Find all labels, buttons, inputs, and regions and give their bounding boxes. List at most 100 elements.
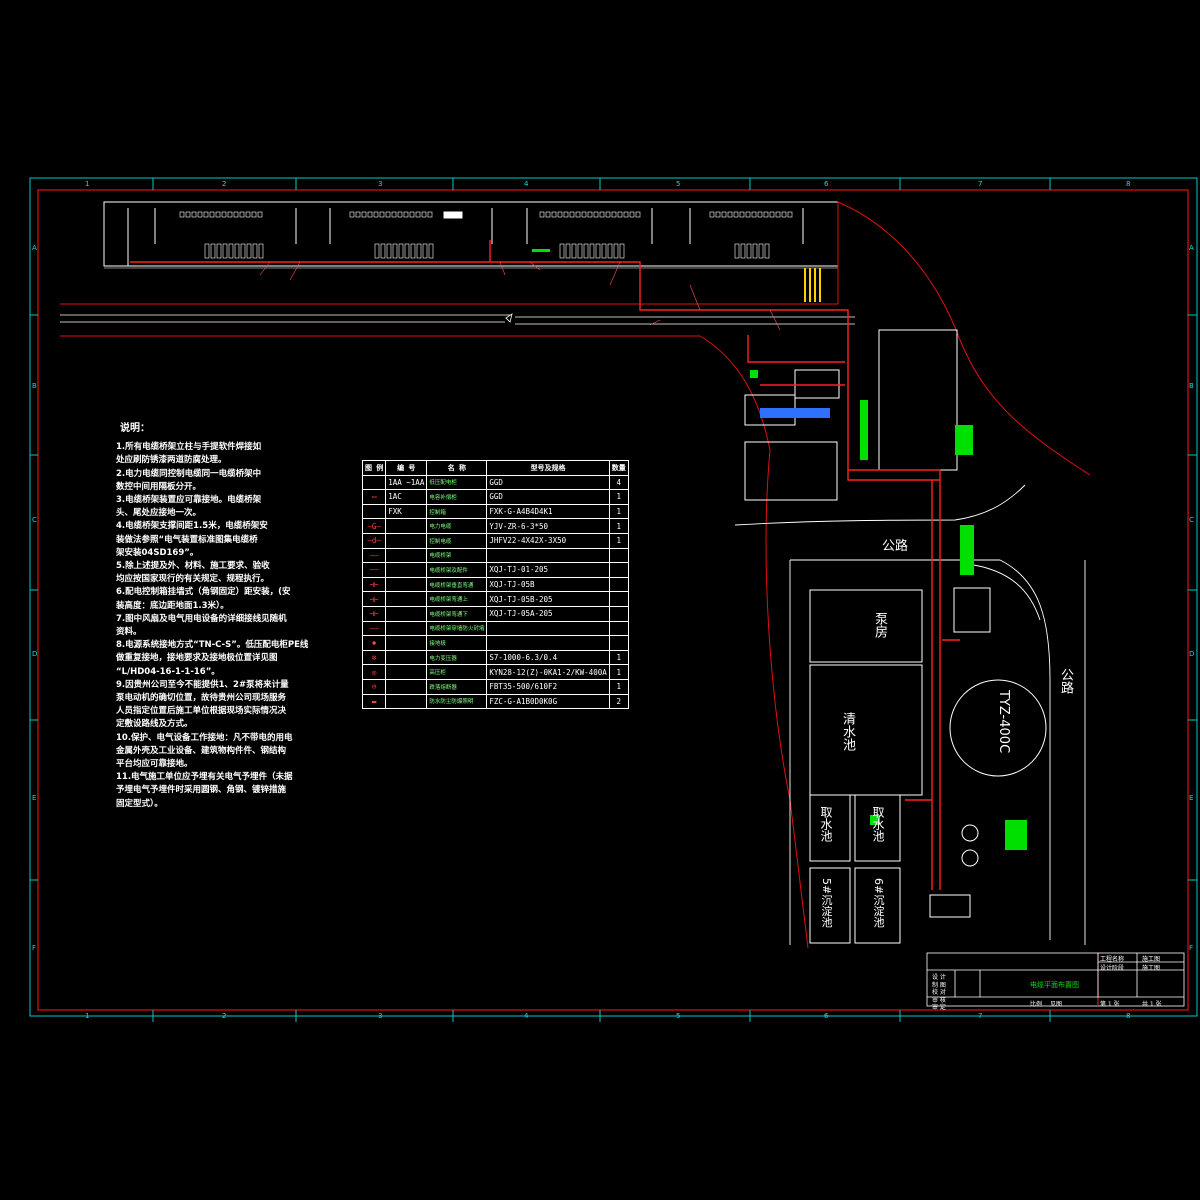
vent-slot xyxy=(583,243,589,259)
vent-slot xyxy=(589,243,595,259)
scale-label: 比例 xyxy=(1030,1001,1043,1008)
vent-slot xyxy=(563,211,569,218)
note-item: 8.电源系统接地方式“TN-C-S”。低压配电柜PE线 做重复接地，接地要求及接… xyxy=(116,640,309,677)
vent-slot xyxy=(179,211,185,218)
legend-name: 电力变压器 xyxy=(426,649,488,666)
notes-heading: 说明： xyxy=(120,423,150,434)
sheet-total: 共 1 张 xyxy=(1142,1001,1162,1008)
vent-slot xyxy=(385,211,391,218)
legend-model xyxy=(486,547,610,564)
legend-quantity xyxy=(608,620,629,637)
right-road xyxy=(734,484,1086,945)
vent-slot xyxy=(733,211,739,218)
note-item: 3.电缆桥架装置应可靠接地。电缆桥架 头、尾处应接地一次。 xyxy=(116,495,262,519)
legend-quantity: 1 xyxy=(608,489,629,505)
legend-code xyxy=(385,532,428,549)
grid-column-label: 2 xyxy=(222,180,226,188)
title-block-role: 制 图 xyxy=(932,981,946,989)
vent-slot xyxy=(398,243,404,259)
vent-slot xyxy=(421,211,427,218)
legend-symbol: —— xyxy=(361,547,387,564)
intake-pool-2: 取水池 xyxy=(871,806,885,842)
vent-slot xyxy=(539,211,545,218)
legend-quantity: 1 xyxy=(608,678,629,695)
grid-column-label: 1 xyxy=(85,180,89,188)
vent-slot xyxy=(240,243,246,259)
legend-row: ◆接地极 xyxy=(361,635,629,651)
grid-column-label: 2 xyxy=(222,1012,226,1020)
grid-row-label: E xyxy=(32,794,36,802)
vent-slot xyxy=(403,211,409,218)
title-block-role: 设 计 xyxy=(932,974,946,981)
vent-slot xyxy=(397,211,403,218)
vent-slot xyxy=(623,211,629,218)
vent-slot xyxy=(593,211,599,218)
note-item: 11.电气施工单位应予埋有关电气予埋件（未据 予埋电气予埋件时采用圆钢、角钢、镀… xyxy=(116,772,293,809)
vent-slot xyxy=(575,211,581,218)
vent-slot xyxy=(727,211,733,218)
legend-model: FXK-G-A4B4D4K1 xyxy=(486,503,610,520)
note-item: 6.配电控制箱挂墙式（角钢固定）距安装，(安 装高度：底边距地面1.3米）。 xyxy=(116,587,291,611)
vent-slot xyxy=(233,211,239,218)
vent-slot xyxy=(595,243,601,259)
grid-row-label: A xyxy=(32,244,37,252)
vent-slot xyxy=(565,243,571,259)
legend-name: 电缆桥架穿墙防火封堵 xyxy=(426,620,488,637)
roof-vents xyxy=(179,211,793,259)
vent-slot xyxy=(745,211,751,218)
vent-slot xyxy=(355,211,361,218)
switchgear-row xyxy=(760,408,830,418)
vent-slot xyxy=(210,243,216,259)
sedimentation-pool-1: 5#沉淀池 xyxy=(820,878,833,928)
legend-symbol: ◆ xyxy=(361,635,387,651)
vent-slot xyxy=(258,243,264,259)
legend-symbol: ◎ xyxy=(361,664,387,680)
vent-slot xyxy=(751,211,757,218)
vent-slot xyxy=(234,243,240,259)
legend-name: 电容补偿柜 xyxy=(426,489,488,505)
vent-slot xyxy=(373,211,379,218)
grid-column-label: 8 xyxy=(1126,180,1130,188)
vent-slot xyxy=(740,243,746,259)
legend-header-cell: 名 称 xyxy=(426,460,488,476)
grid-row-label: F xyxy=(1189,944,1193,952)
vent-slot xyxy=(239,211,245,218)
vent-slot xyxy=(613,243,619,259)
vent-slot xyxy=(404,243,410,259)
legend-quantity xyxy=(608,591,629,607)
design-notes: 说明： 1.所有电缆桥架立柱与手提软件焊接如 处应刷防锈漆两道防腐处理。2.电力… xyxy=(116,422,316,811)
legend-name: 电缆桥架及配件 xyxy=(426,562,488,578)
vent-slot xyxy=(746,243,752,259)
grid-column-label: 7 xyxy=(978,180,982,188)
legend-code xyxy=(385,678,428,695)
legend-header-cell: 型号及规格 xyxy=(486,460,610,476)
tank-label: TYZ-400C xyxy=(996,690,1011,754)
legend-symbol: ⊣⊢ xyxy=(361,605,387,622)
title-block-role: 审 定 xyxy=(932,1004,946,1011)
vent-slot xyxy=(781,211,787,218)
vent-slot xyxy=(617,211,623,218)
grid-row-label: D xyxy=(1189,650,1194,658)
clear-pool-label: 清水池 xyxy=(840,712,855,751)
legend-code xyxy=(385,664,428,680)
vent-slot xyxy=(635,211,641,218)
note-item: 9.因贵州公司至今不能提供1、2#泵将来计量 泵电动机的确切位置，故待贵州公司现… xyxy=(116,679,289,730)
sedimentation-pool-2: 6#沉淀池 xyxy=(872,878,885,928)
sheet-number: 第 1 张 xyxy=(1100,1001,1120,1008)
vent-slot xyxy=(252,243,258,259)
grid-column-label: 5 xyxy=(676,180,680,188)
legend-symbol: ▭ xyxy=(361,489,387,505)
legend-quantity: 1 xyxy=(608,532,629,549)
vent-slot xyxy=(222,243,228,259)
legend-code: FXK xyxy=(385,503,428,520)
legend-model: JHFV22-4X42X-3X50 xyxy=(486,532,610,549)
legend-name: 电缆桥架弯通下 xyxy=(426,605,488,622)
vent-slot xyxy=(409,211,415,218)
vent-slot xyxy=(557,211,563,218)
vent-slot xyxy=(380,243,386,259)
legend-model: XQJ-TJ-05A-205 xyxy=(486,605,610,622)
